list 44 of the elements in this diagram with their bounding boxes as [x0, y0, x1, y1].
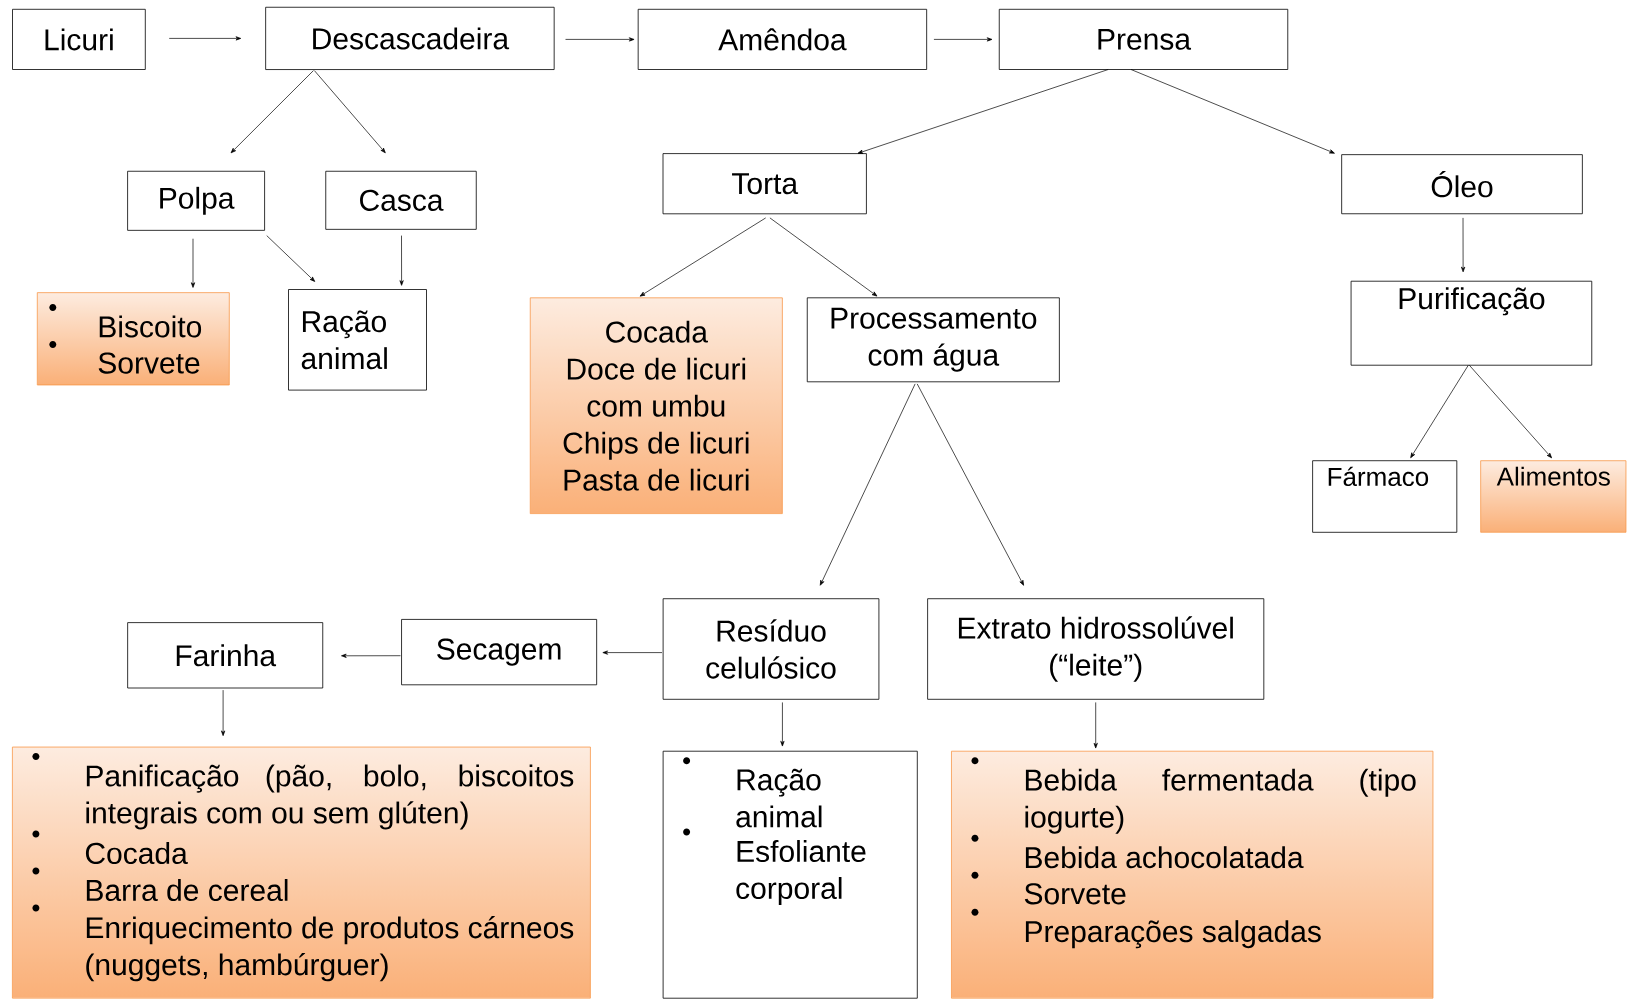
arrow [933, 37, 993, 42]
process-box: Extrato hidrossolúvel (“leite”) [927, 598, 1265, 700]
process-box: Processamento com água [806, 297, 1060, 383]
process-box: Secagem [401, 619, 598, 686]
arrow [602, 650, 663, 655]
arrow [168, 36, 242, 41]
arrow [1461, 217, 1466, 273]
arrow [780, 702, 785, 747]
product-box: Panificação (pão, bolo, biscoitos integrais com ou sem glúten) Cocada Barra de cereal Enriquecimento de produtos cárneos (nuggets, hambúrguer) [12, 746, 591, 999]
process-box: Licuri [12, 8, 146, 70]
arrow [819, 383, 916, 586]
arrow [399, 235, 404, 286]
process-box: Farinha [127, 622, 324, 689]
process-box: Ração animal [288, 289, 427, 391]
arrow [1130, 69, 1335, 154]
arrow [230, 70, 314, 154]
product-box: Bebida fermentada (tipo iogurte) Bebida achocolatada Sorvete Preparações salgadas [951, 750, 1434, 999]
arrow [1468, 364, 1552, 459]
process-box: Fármaco [1312, 460, 1458, 533]
process-box: Amêndoa [637, 8, 928, 70]
process-box: Descascadeira [265, 6, 555, 70]
process-box: Casca [325, 170, 477, 230]
arrow [565, 37, 635, 42]
arrow [1410, 364, 1469, 459]
arrow [190, 238, 196, 288]
product-box: Biscoito Sorvete [36, 292, 230, 386]
product-box: Alimentos [1480, 460, 1627, 533]
arrow [314, 70, 386, 154]
process-box: Prensa [998, 8, 1289, 70]
process-box: Torta [662, 153, 867, 215]
process-box: Polpa [127, 170, 265, 231]
arrow [266, 235, 316, 282]
arrow [341, 653, 401, 658]
arrow [916, 383, 1024, 586]
arrow [769, 217, 878, 297]
arrow [1093, 702, 1098, 749]
process-box: Resíduo celulósico [662, 598, 880, 700]
process-box: Ração animal Esfoliante corporal [662, 750, 918, 999]
arrow [221, 689, 226, 736]
product-box: Cocada Doce de licuri com umbu Chips de licuri Pasta de licuri [529, 297, 783, 514]
arrow [857, 69, 1109, 154]
arrow [639, 217, 767, 297]
process-box: Óleo [1341, 154, 1583, 215]
process-box: Purificação [1350, 280, 1593, 366]
